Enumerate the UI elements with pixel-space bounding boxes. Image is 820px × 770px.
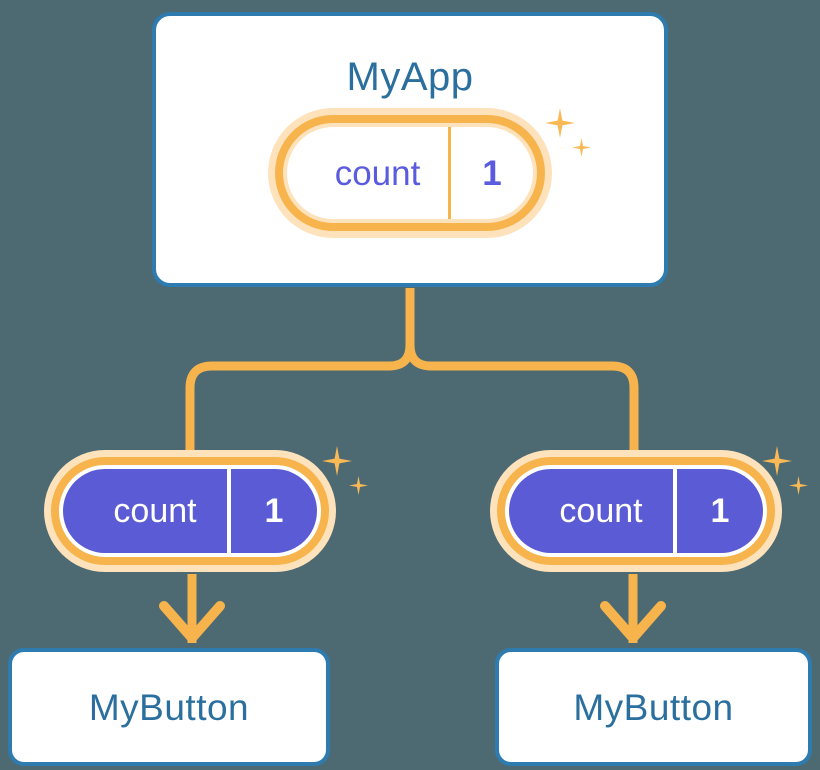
connector-branch-right <box>405 340 639 455</box>
component-card-mybutton-right[interactable]: MyButton <box>495 648 812 766</box>
component-card-mybutton-left[interactable]: MyButton <box>8 648 330 766</box>
state-value-label: 1 <box>227 469 317 553</box>
state-pill-body: count 1 <box>287 127 533 219</box>
state-pill-child-left[interactable]: count 1 <box>44 450 336 572</box>
state-key-label: count <box>559 492 643 530</box>
arrow-down-right-head <box>600 601 666 643</box>
state-pill-ring: count 1 <box>497 457 775 565</box>
arrow-down-left-head <box>159 601 225 643</box>
state-value-label: 1 <box>448 127 533 219</box>
state-pill-body: count 1 <box>509 469 763 553</box>
component-label: MyButton <box>88 686 250 728</box>
state-pill-body: count 1 <box>63 469 317 553</box>
component-label: MyButton <box>573 686 734 728</box>
state-pill-child-right[interactable]: count 1 <box>490 450 782 572</box>
state-value-label: 1 <box>673 469 763 553</box>
connector-branch-left <box>185 340 415 455</box>
state-key-label: count <box>334 153 421 193</box>
state-pill-ring: count 1 <box>51 457 329 565</box>
state-key-label: count <box>113 492 197 530</box>
state-pill-myapp[interactable]: count 1 <box>268 108 552 238</box>
state-pill-ring: count 1 <box>275 115 545 231</box>
page-title: MyApp <box>346 55 474 99</box>
